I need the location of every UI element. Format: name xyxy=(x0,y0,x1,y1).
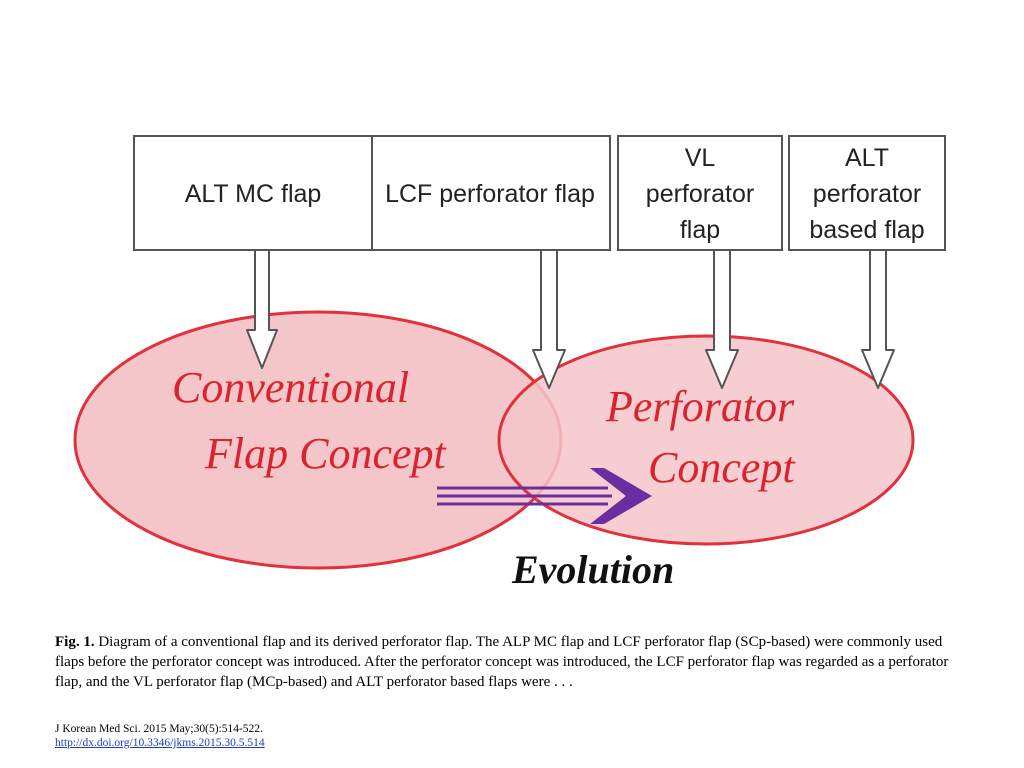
evolution-label: Evolution xyxy=(511,547,674,592)
box-lcf-perforator-flap-label: LCF perforator flap xyxy=(385,180,595,208)
citation-doi-link[interactable]: http://dx.doi.org/10.3346/jkms.2015.30.5… xyxy=(55,737,265,749)
box-vl-label-line3: flap xyxy=(680,216,720,244)
figure-caption: Fig. 1. Diagram of a conventional flap a… xyxy=(55,632,975,692)
box-alt-mc-flap-label: ALT MC flap xyxy=(185,180,322,208)
evolution-arrow xyxy=(437,468,652,524)
box-alt-perforator-based-flap xyxy=(788,135,946,251)
conventional-label-line1: Conventional xyxy=(172,363,409,412)
box-lcf-perforator-flap xyxy=(371,135,611,251)
arrow-alt-mc-to-conventional xyxy=(246,249,278,369)
citation: J Korean Med Sci. 2015 May;30(5):514-522… xyxy=(55,722,265,750)
arrow-vl-to-perforator xyxy=(705,249,739,389)
perforator-concept-ellipse xyxy=(497,334,915,546)
conventional-label-line2: Flap Concept xyxy=(204,429,448,478)
arrow-alt-to-perforator xyxy=(861,249,895,389)
arrow-lcf-to-perforator xyxy=(532,249,566,389)
figure-caption-label: Fig. 1. xyxy=(55,634,95,650)
box-vl-label-line1: VL xyxy=(685,144,716,172)
box-vl-label-line2: perforator xyxy=(646,180,754,208)
flap-concept-diagram: ALT MC flap LCF perforator flap VL perfo… xyxy=(73,135,946,592)
box-alt-label-line1: ALT xyxy=(845,144,889,172)
citation-journal: J Korean Med Sci. 2015 May;30(5):514-522… xyxy=(55,723,263,735)
box-alt-label-line2: perforator xyxy=(813,180,921,208)
box-alt-label-line3: based flap xyxy=(809,216,924,244)
box-alt-mc-flap xyxy=(133,135,373,251)
figure-caption-text: Diagram of a conventional flap and its d… xyxy=(55,634,949,690)
box-vl-perforator-flap xyxy=(617,135,783,251)
perforator-label-line2: Concept xyxy=(648,443,796,492)
perforator-label-line1: Perforator xyxy=(605,382,795,431)
